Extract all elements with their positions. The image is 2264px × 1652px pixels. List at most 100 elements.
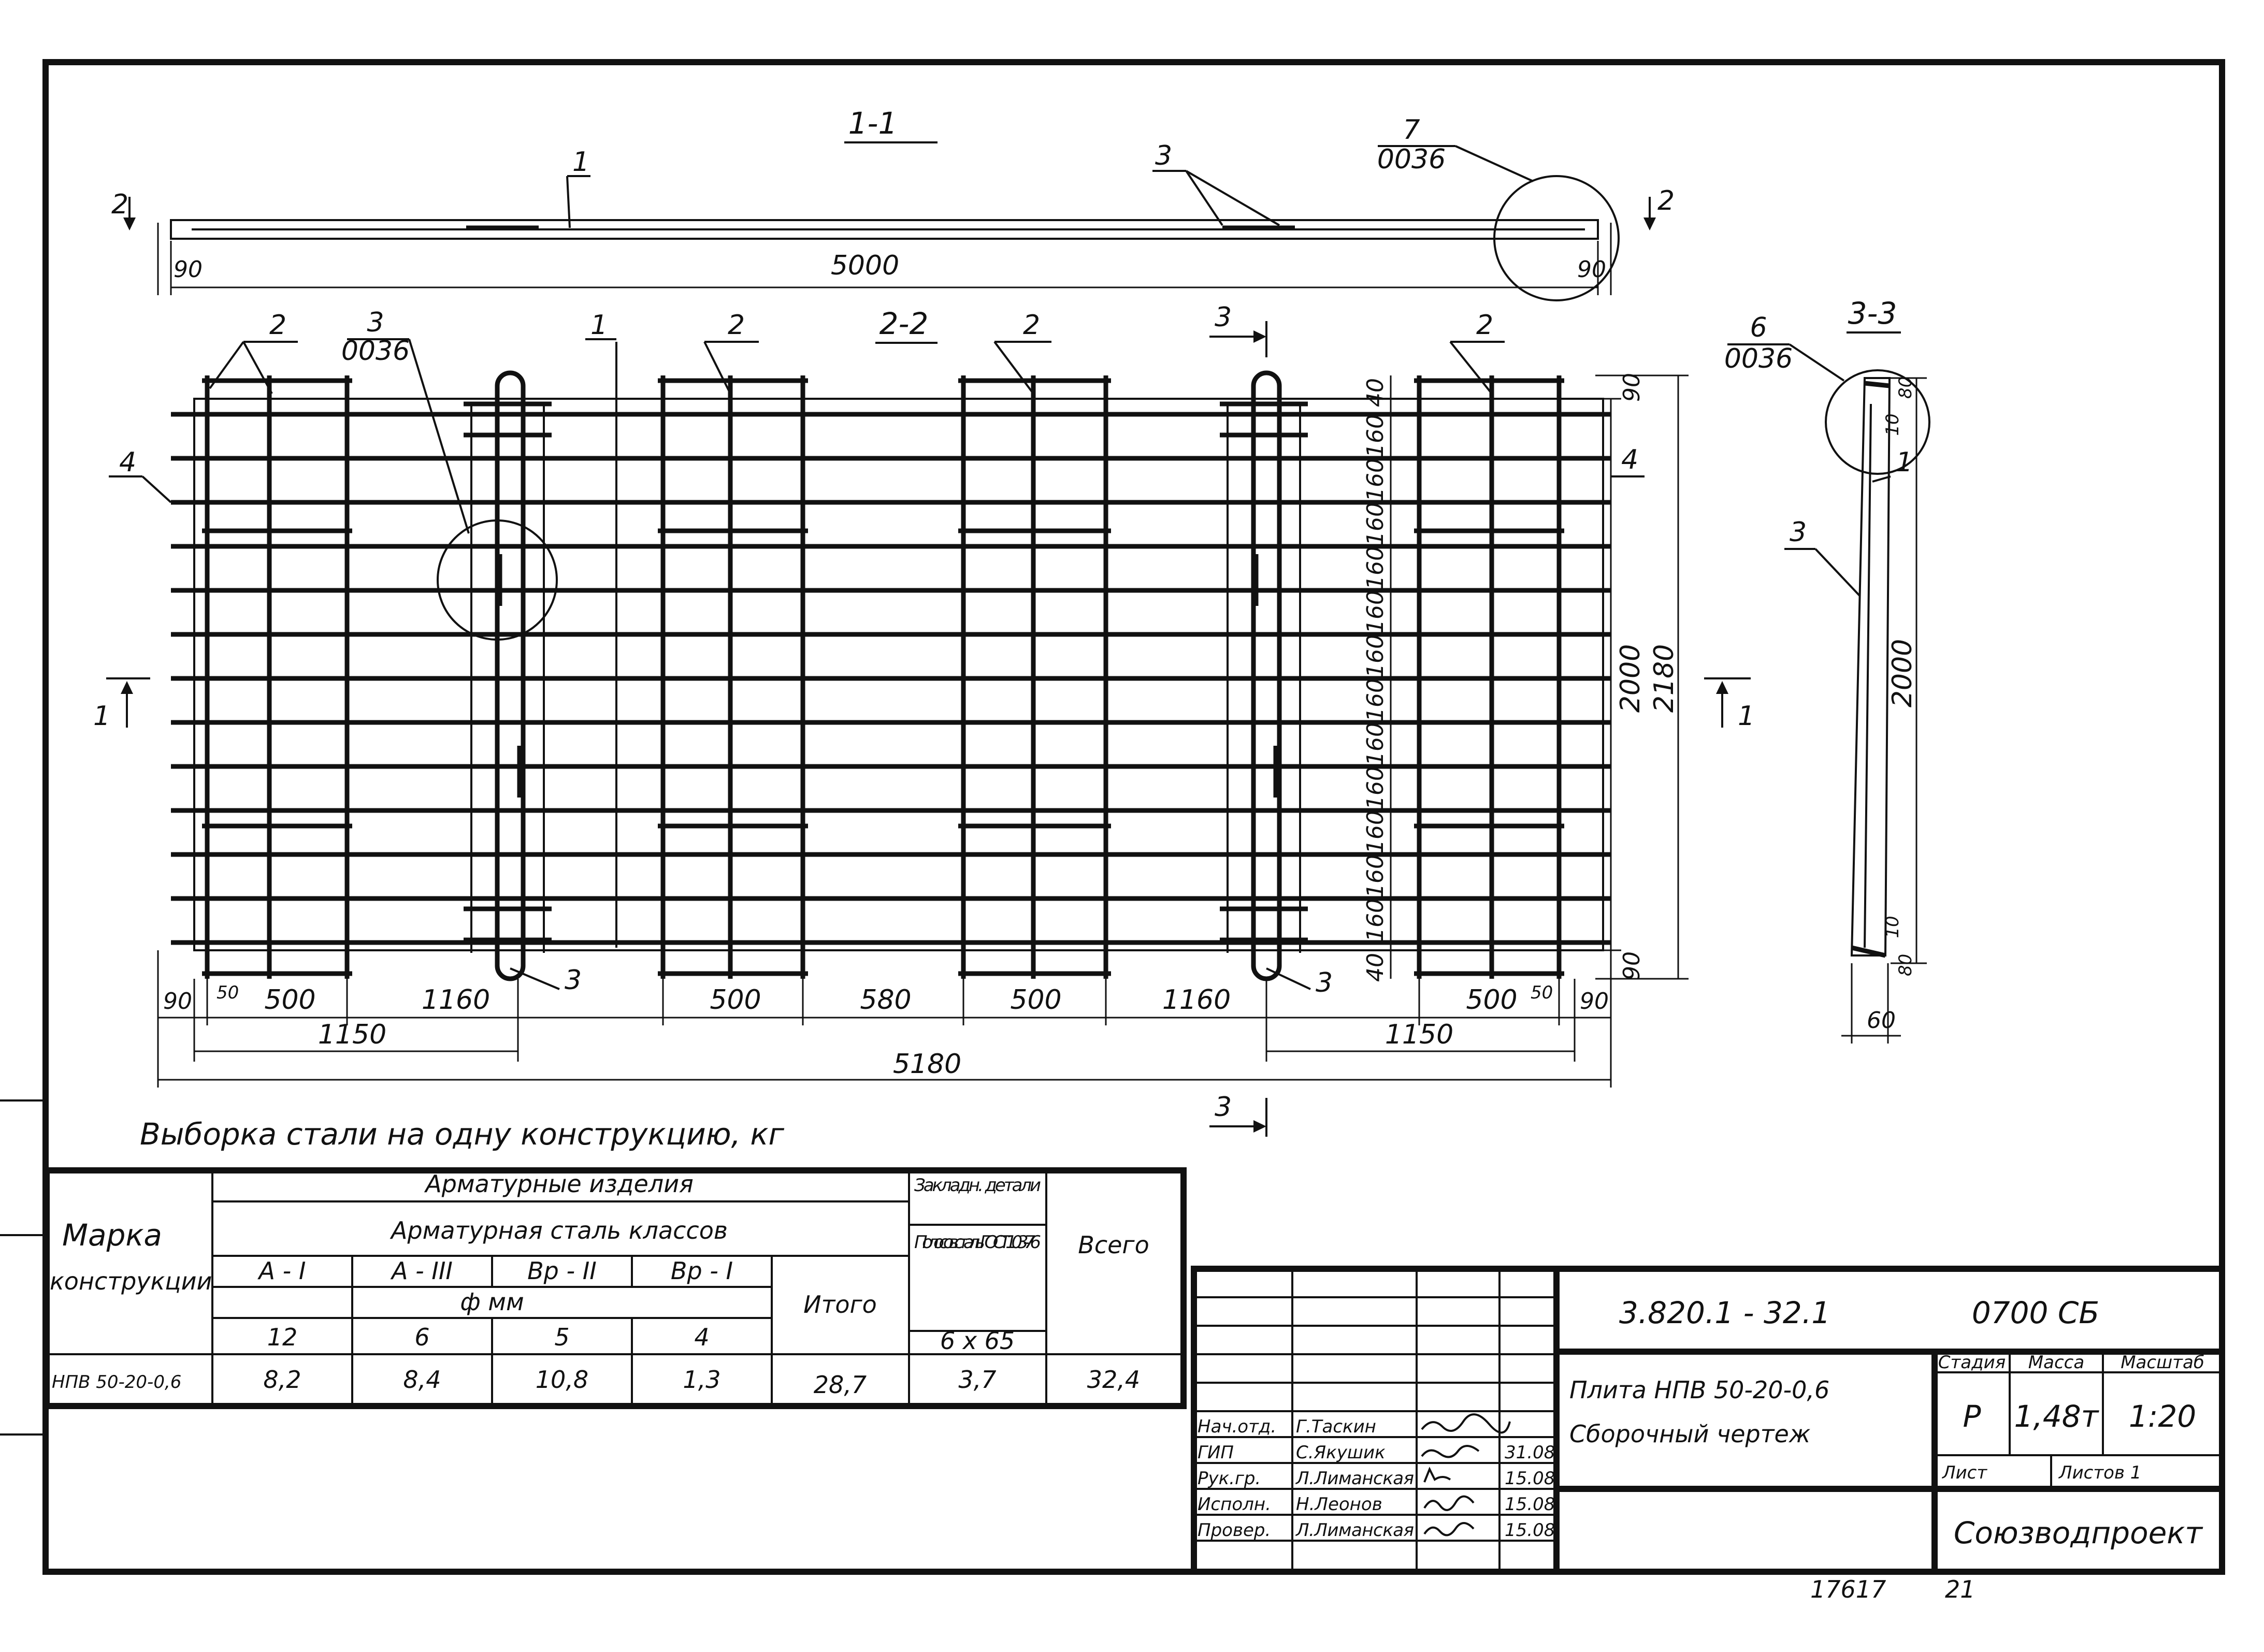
leader xyxy=(1872,475,1891,483)
signature xyxy=(1423,1522,1475,1537)
callout-4: 4 xyxy=(1621,444,1638,475)
callout-4: 4 xyxy=(119,447,136,478)
leader xyxy=(1789,343,1845,382)
h-class: A - I xyxy=(257,1257,306,1285)
col-mark2: конструкции xyxy=(50,1267,212,1295)
tb-mass-h: Масса xyxy=(2028,1352,2084,1373)
signature xyxy=(1423,1495,1475,1511)
dim-50: 50 xyxy=(217,982,239,1003)
callout-3: 3 xyxy=(1155,140,1172,171)
section-1-1-title: 1-1 xyxy=(848,106,898,141)
cut-label: 1 xyxy=(1738,701,1755,732)
dim-40: 40 xyxy=(1362,378,1389,407)
h-steel: Арматурная сталь классов xyxy=(390,1216,728,1244)
row-v4: 1,3 xyxy=(683,1366,720,1394)
callout-2: 2 xyxy=(269,310,286,341)
page-number: 21 xyxy=(1945,1575,1975,1603)
title-frame xyxy=(1191,1266,2225,1575)
dim-160: 160 xyxy=(1362,766,1389,810)
detail-3-circle xyxy=(437,519,558,641)
arrow xyxy=(123,218,136,230)
dim-80: 80 xyxy=(1895,376,1916,399)
callout-7-ref: 0036 xyxy=(1377,144,1446,175)
tb-name: С.Якушик xyxy=(1296,1442,1386,1463)
dim-580: 580 xyxy=(860,984,911,1016)
h-strip: Полосов. сталь ГОСТ 103-76 xyxy=(914,1232,1041,1253)
h-strip-size: 6 x 65 xyxy=(940,1327,1015,1355)
tb-name: Л.Лиманская xyxy=(1295,1520,1414,1541)
callout-2: 2 xyxy=(1476,310,1493,341)
h-all: Всего xyxy=(1078,1231,1149,1259)
tb-stage-h: Стадия xyxy=(1938,1352,2006,1373)
dim-160: 160 xyxy=(1362,810,1389,854)
h-diam: 12 xyxy=(267,1323,298,1351)
leader xyxy=(1455,145,1534,182)
signature xyxy=(1421,1413,1511,1434)
row-total: 28,7 xyxy=(814,1371,867,1399)
lifting-loop-right xyxy=(1220,370,1308,981)
tb-stage: Р xyxy=(1963,1399,1981,1434)
tb-scale: 1:20 xyxy=(2129,1399,2196,1434)
inventory-number: 17617 xyxy=(1810,1575,1886,1603)
arrow xyxy=(1253,330,1266,343)
section-3-3-title: 3-3 xyxy=(1848,296,1897,331)
dim-160: 160 xyxy=(1362,546,1389,590)
h-diam: 4 xyxy=(694,1323,709,1351)
h-phi: ф мм xyxy=(460,1288,524,1316)
leader xyxy=(510,967,560,990)
arrow xyxy=(121,681,133,694)
tb-scale-h: Масштаб xyxy=(2121,1352,2204,1373)
dim-40: 40 xyxy=(1362,953,1389,982)
dim-160: 160 xyxy=(1362,854,1389,898)
tb-sheets-h: Листов 1 xyxy=(2058,1462,2141,1483)
edge-bar xyxy=(1864,381,1890,388)
row-embedded: 3,7 xyxy=(958,1366,996,1394)
dim-2000: 2000 xyxy=(1615,644,1646,713)
callout-3: 3 xyxy=(565,965,582,996)
tb-date: 15.08 xyxy=(1505,1494,1555,1515)
h-class: Bp - II xyxy=(527,1257,597,1285)
title-block: 3.820.1 - 32.1 0700 СБ Плита НПВ 50-20-0… xyxy=(1191,1266,2225,1575)
tb-sheet-h: Лист xyxy=(1941,1462,1987,1483)
tb-name2: Сборочный чертеж xyxy=(1569,1420,1811,1448)
cut-label: 2 xyxy=(111,189,128,220)
leader xyxy=(242,341,273,394)
callout-6: 6 xyxy=(1750,312,1767,343)
leader xyxy=(1814,548,1861,597)
tb-org: Союзводпроект xyxy=(1954,1515,2203,1550)
section-2-2-title: 2-2 xyxy=(879,306,929,341)
row-v3: 10,8 xyxy=(536,1366,588,1394)
rebar-line xyxy=(1864,403,1872,948)
sheet-frame xyxy=(42,59,2225,1575)
tb-code: 3.820.1 - 32.1 xyxy=(1619,1295,1830,1330)
detail-7-circle xyxy=(1493,175,1620,301)
leader xyxy=(566,176,571,228)
callout-1: 1 xyxy=(572,147,589,178)
leader xyxy=(408,339,470,534)
steel-table: Марка конструкции Арматурные изделия Арм… xyxy=(44,1167,1187,1409)
lifting-loop-left xyxy=(464,370,552,981)
leader xyxy=(703,341,731,394)
tb-date: 15.08 xyxy=(1505,1468,1555,1489)
tb-name: Л.Лиманская xyxy=(1295,1468,1414,1489)
callout-3-ref: 0036 xyxy=(341,336,410,367)
col-mark: Марка xyxy=(62,1218,162,1253)
cage-3 xyxy=(958,375,1111,979)
longitudinal-bars xyxy=(171,412,1611,945)
row-all: 32,4 xyxy=(1087,1366,1140,1394)
steel-caption: Выборка стали на одну конструкцию, кг xyxy=(140,1117,784,1152)
dim-5000: 5000 xyxy=(831,250,899,281)
h-embedded: Закладн. детали xyxy=(914,1175,1041,1196)
cage-2 xyxy=(658,375,808,979)
h-armature: Арматурные изделия xyxy=(424,1170,694,1198)
dim-2180: 2180 xyxy=(1649,644,1680,713)
dim-1150: 1150 xyxy=(318,1019,386,1050)
dim-10: 10 xyxy=(1882,413,1903,436)
tb-date: 15.08 xyxy=(1505,1520,1555,1541)
dim-5180: 5180 xyxy=(893,1049,961,1080)
arrow xyxy=(1716,681,1728,694)
arrow xyxy=(1253,1120,1266,1133)
tb-date: 31.08 xyxy=(1505,1442,1555,1463)
